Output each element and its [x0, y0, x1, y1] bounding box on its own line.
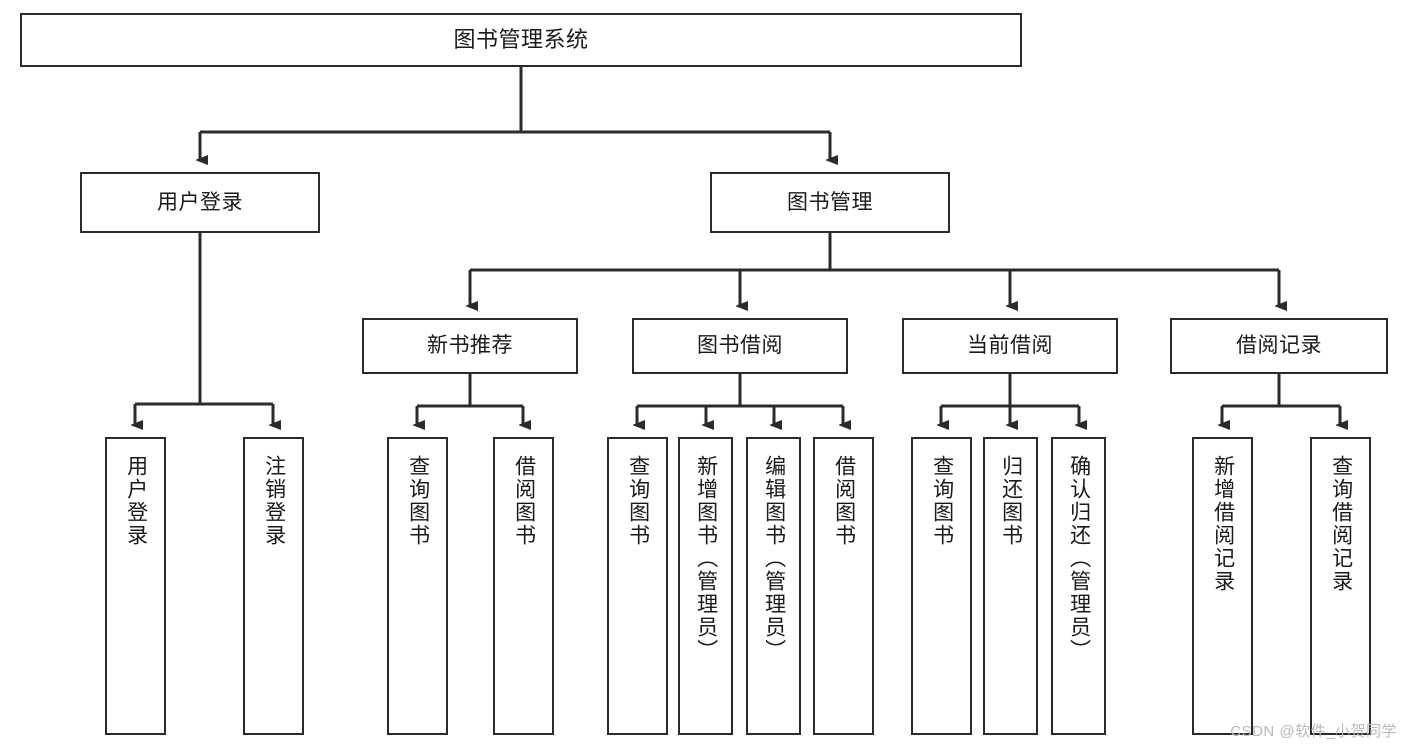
node-borrow-record[interactable]: 借阅记录: [1170, 318, 1388, 374]
leaf-borrow-record-query[interactable]: 查询借阅记录: [1310, 437, 1371, 735]
node-label: 新增图书（管理员）: [694, 455, 718, 662]
leaf-current-borrow-query[interactable]: 查询图书: [911, 437, 972, 735]
leaf-borrow-record-add[interactable]: 新增借阅记录: [1192, 437, 1253, 735]
leaf-current-borrow-return[interactable]: 归还图书: [983, 437, 1038, 735]
node-label: 查询图书: [930, 455, 954, 547]
leaf-book-borrow-borrow[interactable]: 借阅图书: [813, 437, 874, 735]
leaf-book-borrow-add[interactable]: 新增图书（管理员）: [678, 437, 733, 735]
node-label: 图书管理: [787, 190, 873, 214]
node-label: 借阅记录: [1236, 334, 1322, 358]
watermark-text: CSDN @软件_小贺同学: [1230, 723, 1397, 740]
leaf-user-login-login[interactable]: 用户登录: [105, 437, 166, 735]
node-label: 图书管理系统: [453, 26, 589, 52]
node-label: 查询图书: [406, 455, 430, 547]
node-book-borrow[interactable]: 图书借阅: [632, 318, 848, 374]
node-label: 当前借阅: [967, 334, 1053, 358]
node-label: 确认归还（管理员）: [1067, 455, 1091, 662]
leaf-book-borrow-edit[interactable]: 编辑图书（管理员）: [746, 437, 801, 735]
node-user-login[interactable]: 用户登录: [80, 172, 320, 233]
node-current-borrow[interactable]: 当前借阅: [902, 318, 1118, 374]
node-label: 借阅图书: [832, 455, 856, 547]
node-label: 归还图书: [999, 455, 1023, 547]
leaf-new-book-borrow[interactable]: 借阅图书: [493, 437, 554, 735]
node-label: 借阅图书: [512, 455, 536, 547]
node-root-system[interactable]: 图书管理系统: [20, 13, 1022, 67]
leaf-user-login-logout[interactable]: 注销登录: [243, 437, 304, 735]
node-label: 注销登录: [262, 455, 286, 547]
leaf-book-borrow-query[interactable]: 查询图书: [607, 437, 668, 735]
node-label: 编辑图书（管理员）: [762, 455, 786, 662]
node-book-management[interactable]: 图书管理: [710, 172, 950, 233]
node-label: 新增借阅记录: [1211, 455, 1235, 593]
node-label: 用户登录: [157, 190, 243, 214]
node-label: 查询图书: [626, 455, 650, 547]
node-new-book-recommend[interactable]: 新书推荐: [362, 318, 578, 374]
node-label: 用户登录: [124, 455, 148, 547]
leaf-new-book-query[interactable]: 查询图书: [387, 437, 448, 735]
node-label: 查询借阅记录: [1329, 455, 1353, 593]
node-label: 新书推荐: [427, 334, 513, 358]
node-label: 图书借阅: [697, 334, 783, 358]
leaf-current-borrow-confirm[interactable]: 确认归还（管理员）: [1051, 437, 1106, 735]
